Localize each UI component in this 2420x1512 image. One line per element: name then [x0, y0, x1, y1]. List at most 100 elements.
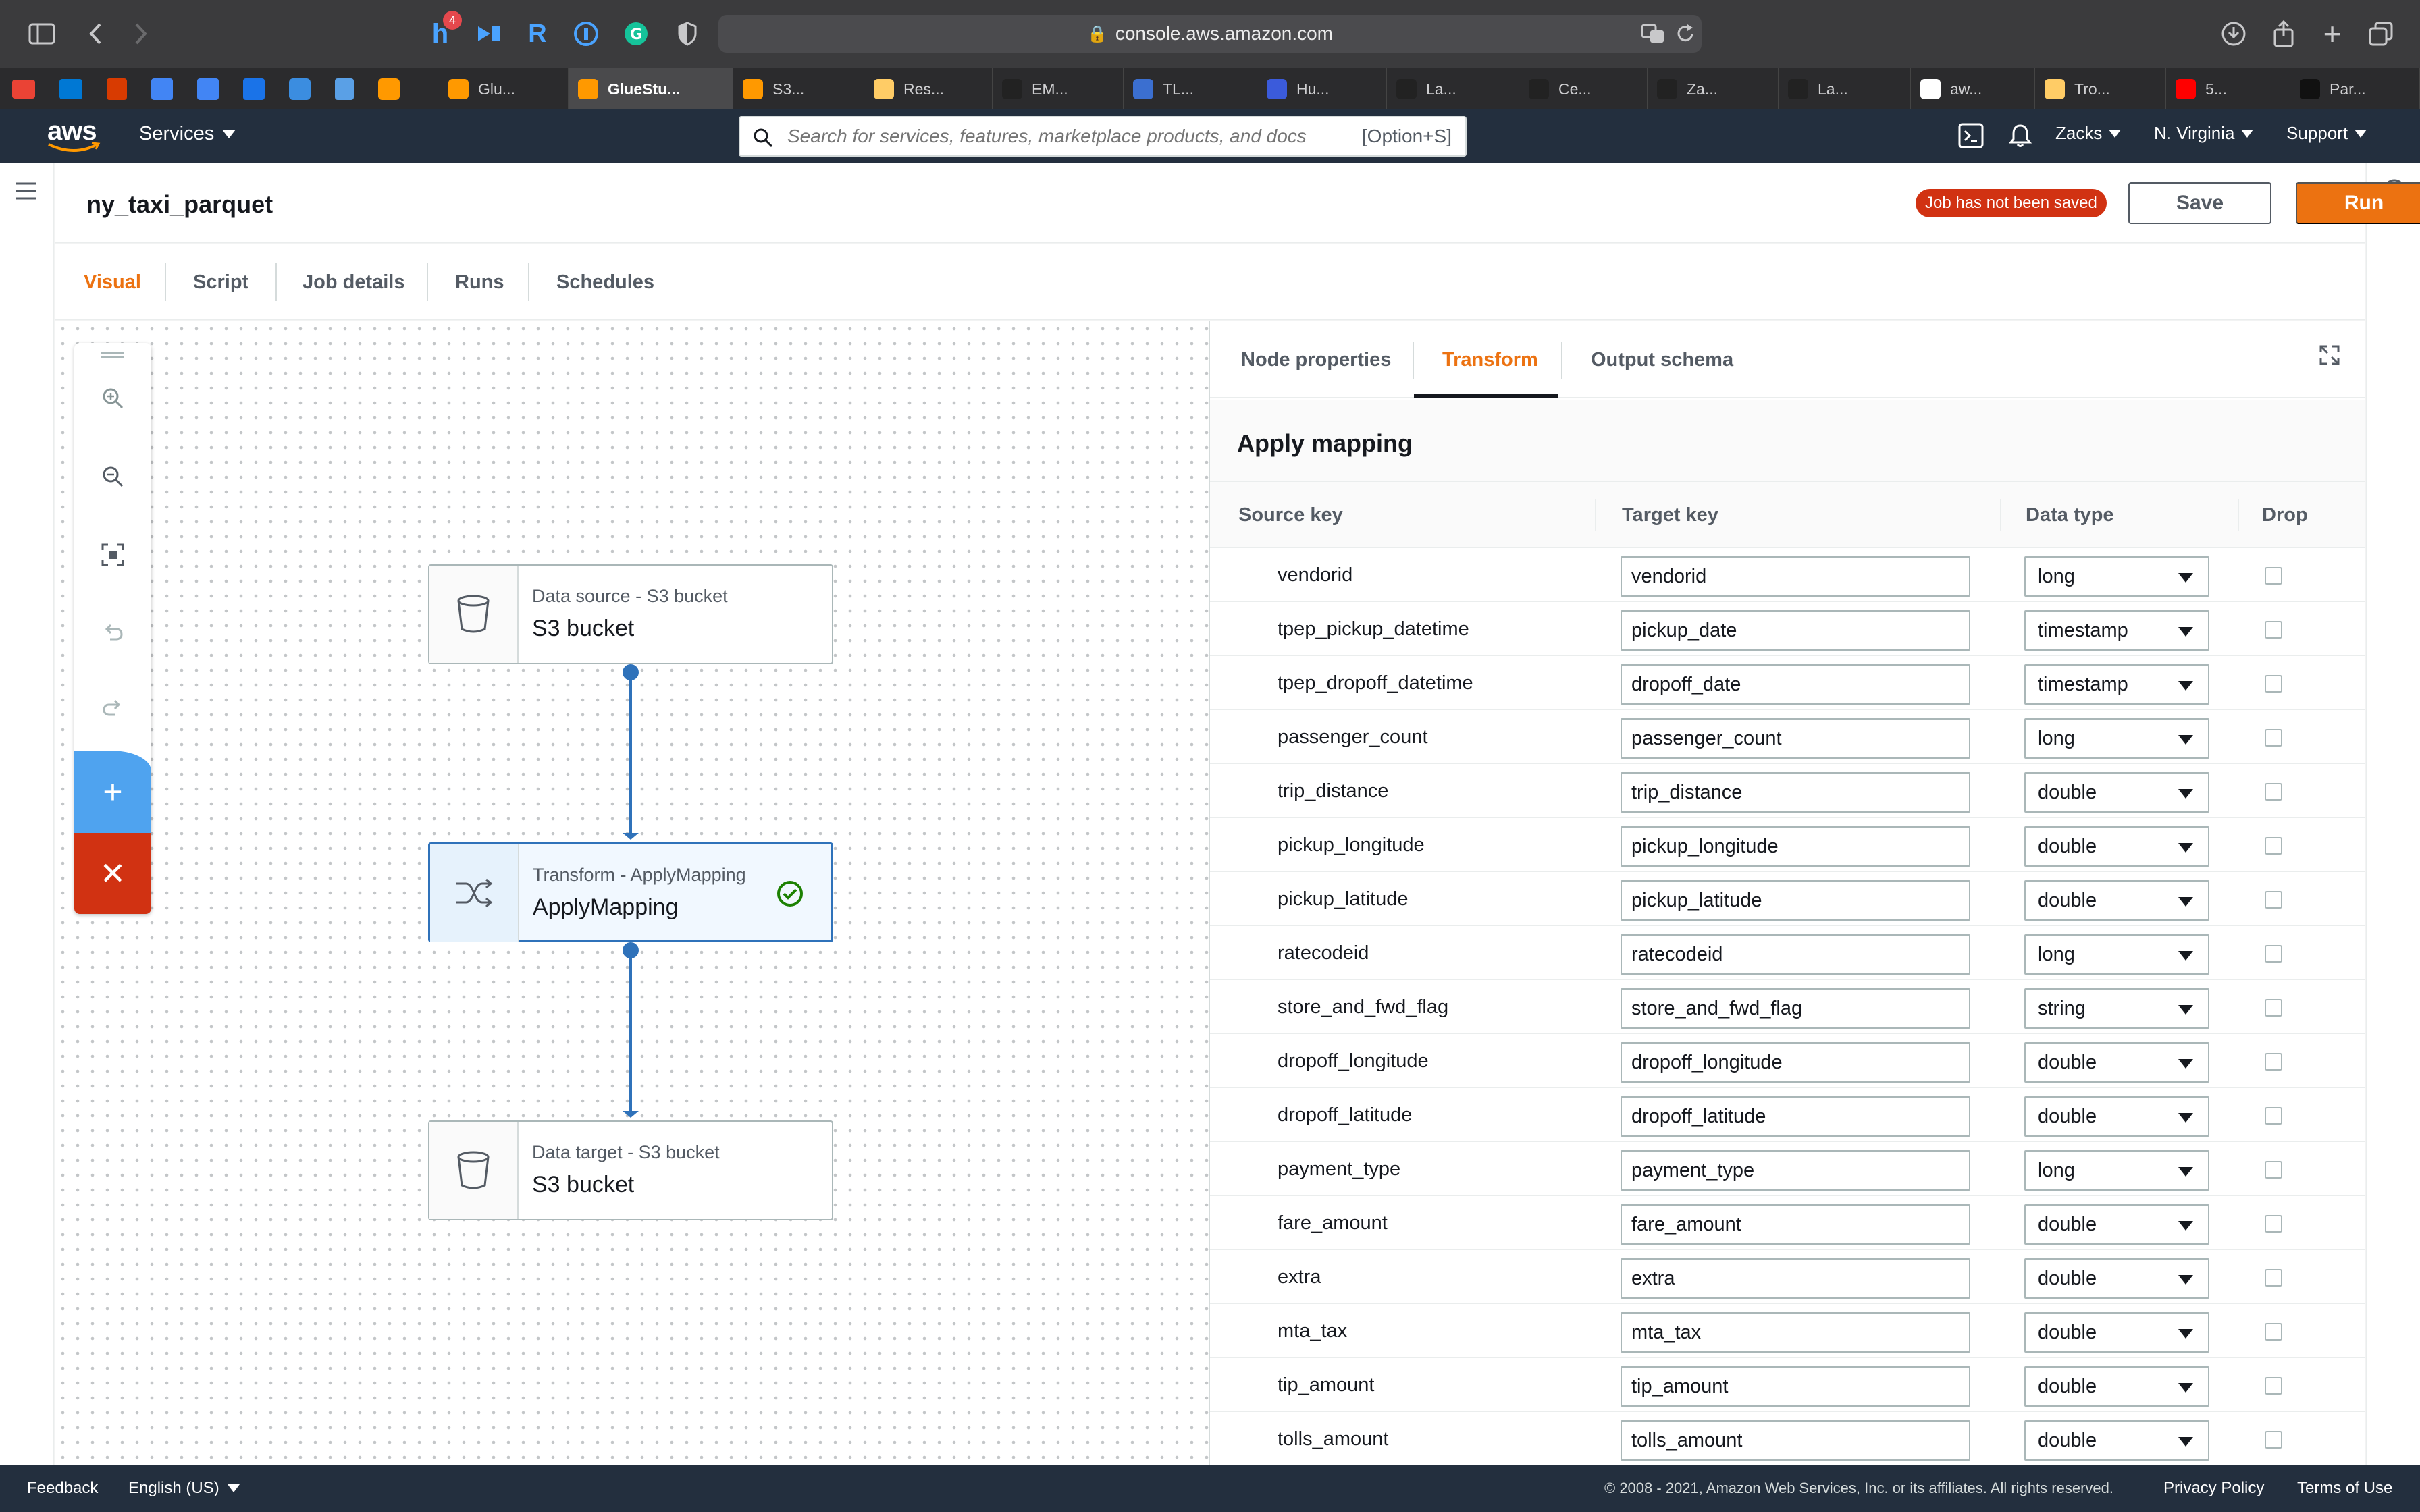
- data-type-select[interactable]: long: [2024, 556, 2209, 597]
- gmail-tab-icon[interactable]: [12, 80, 35, 99]
- data-type-select[interactable]: long: [2024, 718, 2209, 759]
- services-menu[interactable]: Services: [139, 123, 236, 145]
- run-button[interactable]: Run: [2296, 182, 2420, 224]
- blue-tab-icon[interactable]: [289, 78, 311, 100]
- drop-checkbox[interactable]: [2265, 1377, 2282, 1395]
- target-key-input[interactable]: [1621, 556, 1970, 597]
- target-key-input[interactable]: [1621, 718, 1970, 759]
- terms-of-use-link[interactable]: Terms of Use: [2297, 1479, 2393, 1497]
- language-selector[interactable]: English (US): [128, 1465, 240, 1512]
- feedback-link[interactable]: Feedback: [27, 1479, 99, 1497]
- drop-checkbox[interactable]: [2265, 945, 2282, 963]
- download-icon[interactable]: [2219, 19, 2248, 49]
- tab-script[interactable]: Script: [193, 271, 249, 293]
- tab-runs[interactable]: Runs: [455, 271, 504, 293]
- redo-icon[interactable]: [74, 680, 151, 734]
- tab-transform[interactable]: Transform: [1442, 348, 1538, 371]
- target-key-input[interactable]: [1621, 1312, 1970, 1353]
- tab-node-properties[interactable]: Node properties: [1241, 348, 1392, 371]
- data-type-select[interactable]: timestamp: [2024, 664, 2209, 705]
- drop-checkbox[interactable]: [2265, 1161, 2282, 1179]
- drop-checkbox[interactable]: [2265, 729, 2282, 747]
- drop-checkbox[interactable]: [2265, 891, 2282, 909]
- aws-logo[interactable]: aws: [47, 117, 108, 155]
- browser-tab[interactable]: Tro...: [2035, 68, 2166, 110]
- tab-output-schema[interactable]: Output schema: [1591, 348, 1734, 371]
- data-type-select[interactable]: string: [2024, 988, 2209, 1029]
- data-type-select[interactable]: long: [2024, 1150, 2209, 1191]
- search-box[interactable]: [Option+S]: [739, 116, 1467, 157]
- reload-icon[interactable]: [1671, 19, 1700, 49]
- target-key-input[interactable]: [1621, 988, 1970, 1029]
- target-key-input[interactable]: [1621, 1096, 1970, 1137]
- drop-checkbox[interactable]: [2265, 1053, 2282, 1071]
- browser-tab[interactable]: Hu...: [1257, 68, 1387, 110]
- data-type-select[interactable]: double: [2024, 1258, 2209, 1299]
- share-icon[interactable]: [2269, 19, 2298, 49]
- target-key-input[interactable]: [1621, 772, 1970, 813]
- drag-handle-icon[interactable]: [101, 352, 124, 358]
- browser-tab[interactable]: S3...: [733, 68, 864, 110]
- drop-checkbox[interactable]: [2265, 1215, 2282, 1233]
- add-node-button[interactable]: +: [74, 751, 151, 833]
- fit-to-screen-icon[interactable]: [74, 528, 151, 582]
- data-type-select[interactable]: timestamp: [2024, 610, 2209, 651]
- zoom-out-icon[interactable]: [74, 450, 151, 504]
- browser-tab[interactable]: Za...: [1648, 68, 1779, 110]
- arrow-tab-icon[interactable]: [335, 78, 354, 100]
- undo-icon[interactable]: [74, 605, 151, 659]
- privacy-policy-link[interactable]: Privacy Policy: [2163, 1479, 2265, 1497]
- hamburger-menu-icon[interactable]: [15, 181, 38, 201]
- r-extension-icon[interactable]: R: [528, 19, 547, 48]
- data-type-select[interactable]: double: [2024, 772, 2209, 813]
- target-key-input[interactable]: [1621, 826, 1970, 867]
- user-menu[interactable]: Zacks: [2055, 123, 2122, 144]
- browser-tab[interactable]: aw...: [1911, 68, 2035, 110]
- visual-canvas[interactable]: + ✕ Data source - S3 bucket S3 bucket Tr…: [55, 321, 1209, 1465]
- browser-tab[interactable]: Par...: [2290, 68, 2420, 110]
- browser-tab[interactable]: TL...: [1124, 68, 1257, 110]
- drop-checkbox[interactable]: [2265, 1431, 2282, 1449]
- drop-checkbox[interactable]: [2265, 567, 2282, 585]
- node-data-source[interactable]: Data source - S3 bucket S3 bucket: [428, 564, 833, 664]
- support-menu[interactable]: Support: [2286, 123, 2367, 144]
- target-key-input[interactable]: [1621, 1042, 1970, 1083]
- node-transform-applymapping[interactable]: Transform - ApplyMapping ApplyMapping: [428, 842, 833, 942]
- cloudshell-icon[interactable]: [1958, 123, 1984, 148]
- target-key-input[interactable]: [1621, 880, 1970, 921]
- target-key-input[interactable]: [1621, 1258, 1970, 1299]
- browser-tab[interactable]: EM...: [993, 68, 1124, 110]
- data-type-select[interactable]: double: [2024, 880, 2209, 921]
- password-extension-icon[interactable]: [571, 19, 601, 49]
- tab-overview-icon[interactable]: [2366, 19, 2396, 49]
- browser-tab[interactable]: La...: [1779, 68, 1911, 110]
- zoom-in-icon[interactable]: [74, 371, 151, 425]
- region-menu[interactable]: N. Virginia: [2154, 123, 2254, 144]
- target-key-input[interactable]: [1621, 1204, 1970, 1245]
- data-type-select[interactable]: double: [2024, 1420, 2209, 1461]
- tab-job-details[interactable]: Job details: [302, 271, 405, 293]
- outlook-tab-icon[interactable]: [59, 79, 82, 99]
- data-type-select[interactable]: long: [2024, 934, 2209, 975]
- target-key-input[interactable]: [1621, 664, 1970, 705]
- drop-checkbox[interactable]: [2265, 1269, 2282, 1287]
- browser-tab[interactable]: 5...: [2166, 68, 2290, 110]
- browser-tab[interactable]: GlueStu...: [569, 68, 733, 110]
- search-input[interactable]: [740, 117, 1362, 155]
- data-type-select[interactable]: double: [2024, 1312, 2209, 1353]
- expand-icon[interactable]: [2319, 344, 2340, 366]
- remove-node-button[interactable]: ✕: [74, 833, 151, 914]
- target-key-input[interactable]: [1621, 934, 1970, 975]
- target-key-input[interactable]: [1621, 1150, 1970, 1191]
- target-key-input[interactable]: [1621, 610, 1970, 651]
- target-key-input[interactable]: [1621, 1366, 1970, 1407]
- aws-tab-icon[interactable]: [378, 78, 400, 100]
- drop-checkbox[interactable]: [2265, 999, 2282, 1017]
- translate-icon[interactable]: [1638, 19, 1668, 49]
- grid-tab-icon[interactable]: [243, 78, 265, 100]
- office-tab-icon[interactable]: [107, 78, 127, 100]
- save-button[interactable]: Save: [2128, 182, 2271, 224]
- data-type-select[interactable]: double: [2024, 1042, 2209, 1083]
- data-type-select[interactable]: double: [2024, 1096, 2209, 1137]
- data-type-select[interactable]: double: [2024, 1204, 2209, 1245]
